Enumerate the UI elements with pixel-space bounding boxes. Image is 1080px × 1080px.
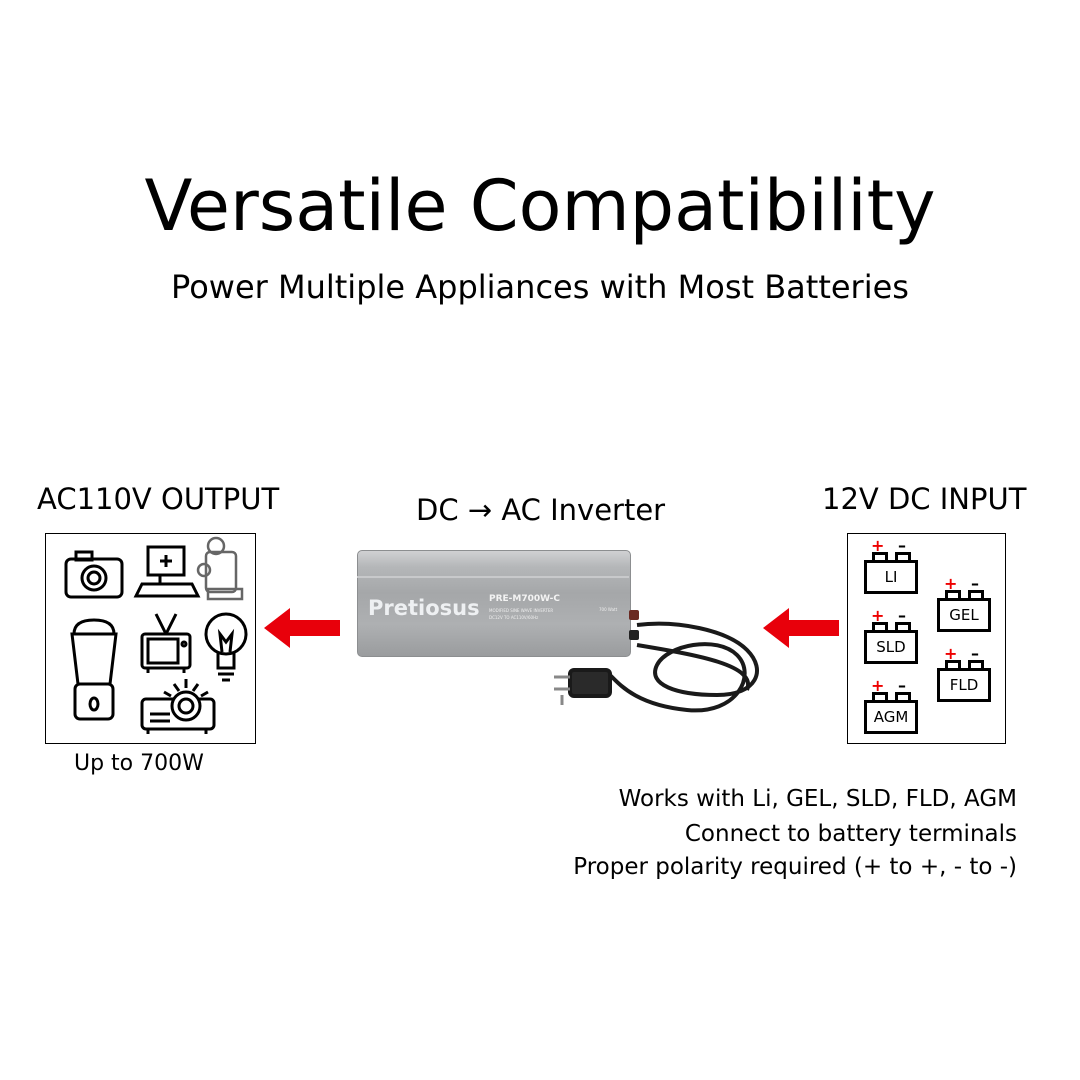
camera-icon (64, 550, 124, 599)
inverter-brand: Pretiosus (368, 596, 480, 620)
input-label: 12V DC INPUT (822, 482, 1027, 516)
batteries-box: +–LI +–GEL +–SLD +–FLD +–AGM (847, 533, 1006, 744)
output-label: AC110V OUTPUT (37, 482, 280, 516)
arrow-left-icon (763, 608, 839, 648)
inverter-rating: 700 Watt (599, 607, 618, 612)
page-subtitle: Power Multiple Appliances with Most Batt… (171, 268, 909, 306)
inverter-label: DC → AC Inverter (416, 493, 666, 527)
projector-icon (140, 679, 216, 734)
note-connect: Connect to battery terminals (684, 821, 1017, 847)
note-polarity: Proper polarity required (+ to +, - to -… (573, 854, 1017, 880)
appliances-box (45, 533, 256, 744)
page-title: Versatile Compatibility (144, 165, 936, 247)
blender-icon (70, 618, 118, 721)
tv-icon (140, 613, 192, 673)
inverter-spec: DC12V TO AC110V/60Hz (489, 615, 539, 620)
note-compat: Works with Li, GEL, SLD, FLD, AGM (618, 786, 1017, 812)
meat-grinder-icon (196, 536, 244, 601)
power-cord (554, 621, 759, 713)
inverter-model: PRE-M700W-C (489, 594, 561, 604)
inverter-image: Pretiosus PRE-M700W-C MODIFIED SINE WAVE… (352, 550, 639, 660)
light-bulb-icon (204, 612, 248, 682)
output-caption: Up to 700W (74, 751, 204, 776)
computer-icon (133, 545, 201, 598)
arrow-left-icon (264, 608, 340, 648)
inverter-spec: MODIFIED SINE WAVE INVERTER (489, 608, 554, 613)
